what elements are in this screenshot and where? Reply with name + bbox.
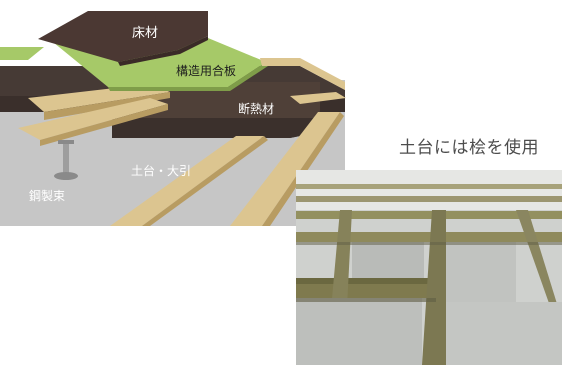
photo-sky-haze <box>296 170 562 210</box>
photo-wall-front-right <box>446 302 562 365</box>
label-structural-plywood: 構造用合板 <box>176 64 237 78</box>
joist-back-right <box>260 58 345 90</box>
photo-beam-far-1 <box>296 184 562 189</box>
steel-post-shaft <box>63 143 69 175</box>
sill-beam-right-edge <box>262 112 344 226</box>
label-steel-post: 鋼製束 <box>29 189 66 203</box>
sill-beam-front-left <box>18 98 168 140</box>
photo-caption: 土台には桧を使用 <box>399 138 539 158</box>
photo-beam-far-3 <box>296 211 562 219</box>
sill-beam-center-edge <box>142 136 268 226</box>
label-floor-material: 床材 <box>132 26 159 41</box>
photo-beam-far-2 <box>296 196 562 202</box>
photo-wall-front <box>296 298 422 365</box>
insulation-block-front <box>112 118 320 138</box>
floor-material <box>38 11 208 62</box>
photo-wall-center <box>446 242 516 302</box>
photo-beam-mid-shadow <box>296 242 562 245</box>
sill-beam-left-edge <box>44 92 170 120</box>
sill-beam-right-cross <box>290 92 346 104</box>
label-sill-and-beam: 土台・大引 <box>131 164 192 178</box>
structural-plywood-edge <box>108 62 268 91</box>
steel-post-base <box>54 172 78 180</box>
photo-wall-left <box>352 242 424 278</box>
sill-beam-front-left-edge <box>40 104 168 146</box>
steel-post-cap <box>58 140 74 144</box>
photo-beam-front-top <box>296 278 436 284</box>
photo-beam-vertical-center <box>422 210 446 365</box>
label-insulation: 断熱材 <box>238 102 275 116</box>
floor-material-edge <box>118 36 208 66</box>
sill-beam-center <box>110 136 264 226</box>
construction-photo <box>296 170 562 365</box>
photo-beam-mid <box>296 232 562 242</box>
plywood-left-strip <box>0 47 44 60</box>
sill-beam-right <box>230 112 340 226</box>
photo-beam-front-shadow <box>296 298 436 302</box>
